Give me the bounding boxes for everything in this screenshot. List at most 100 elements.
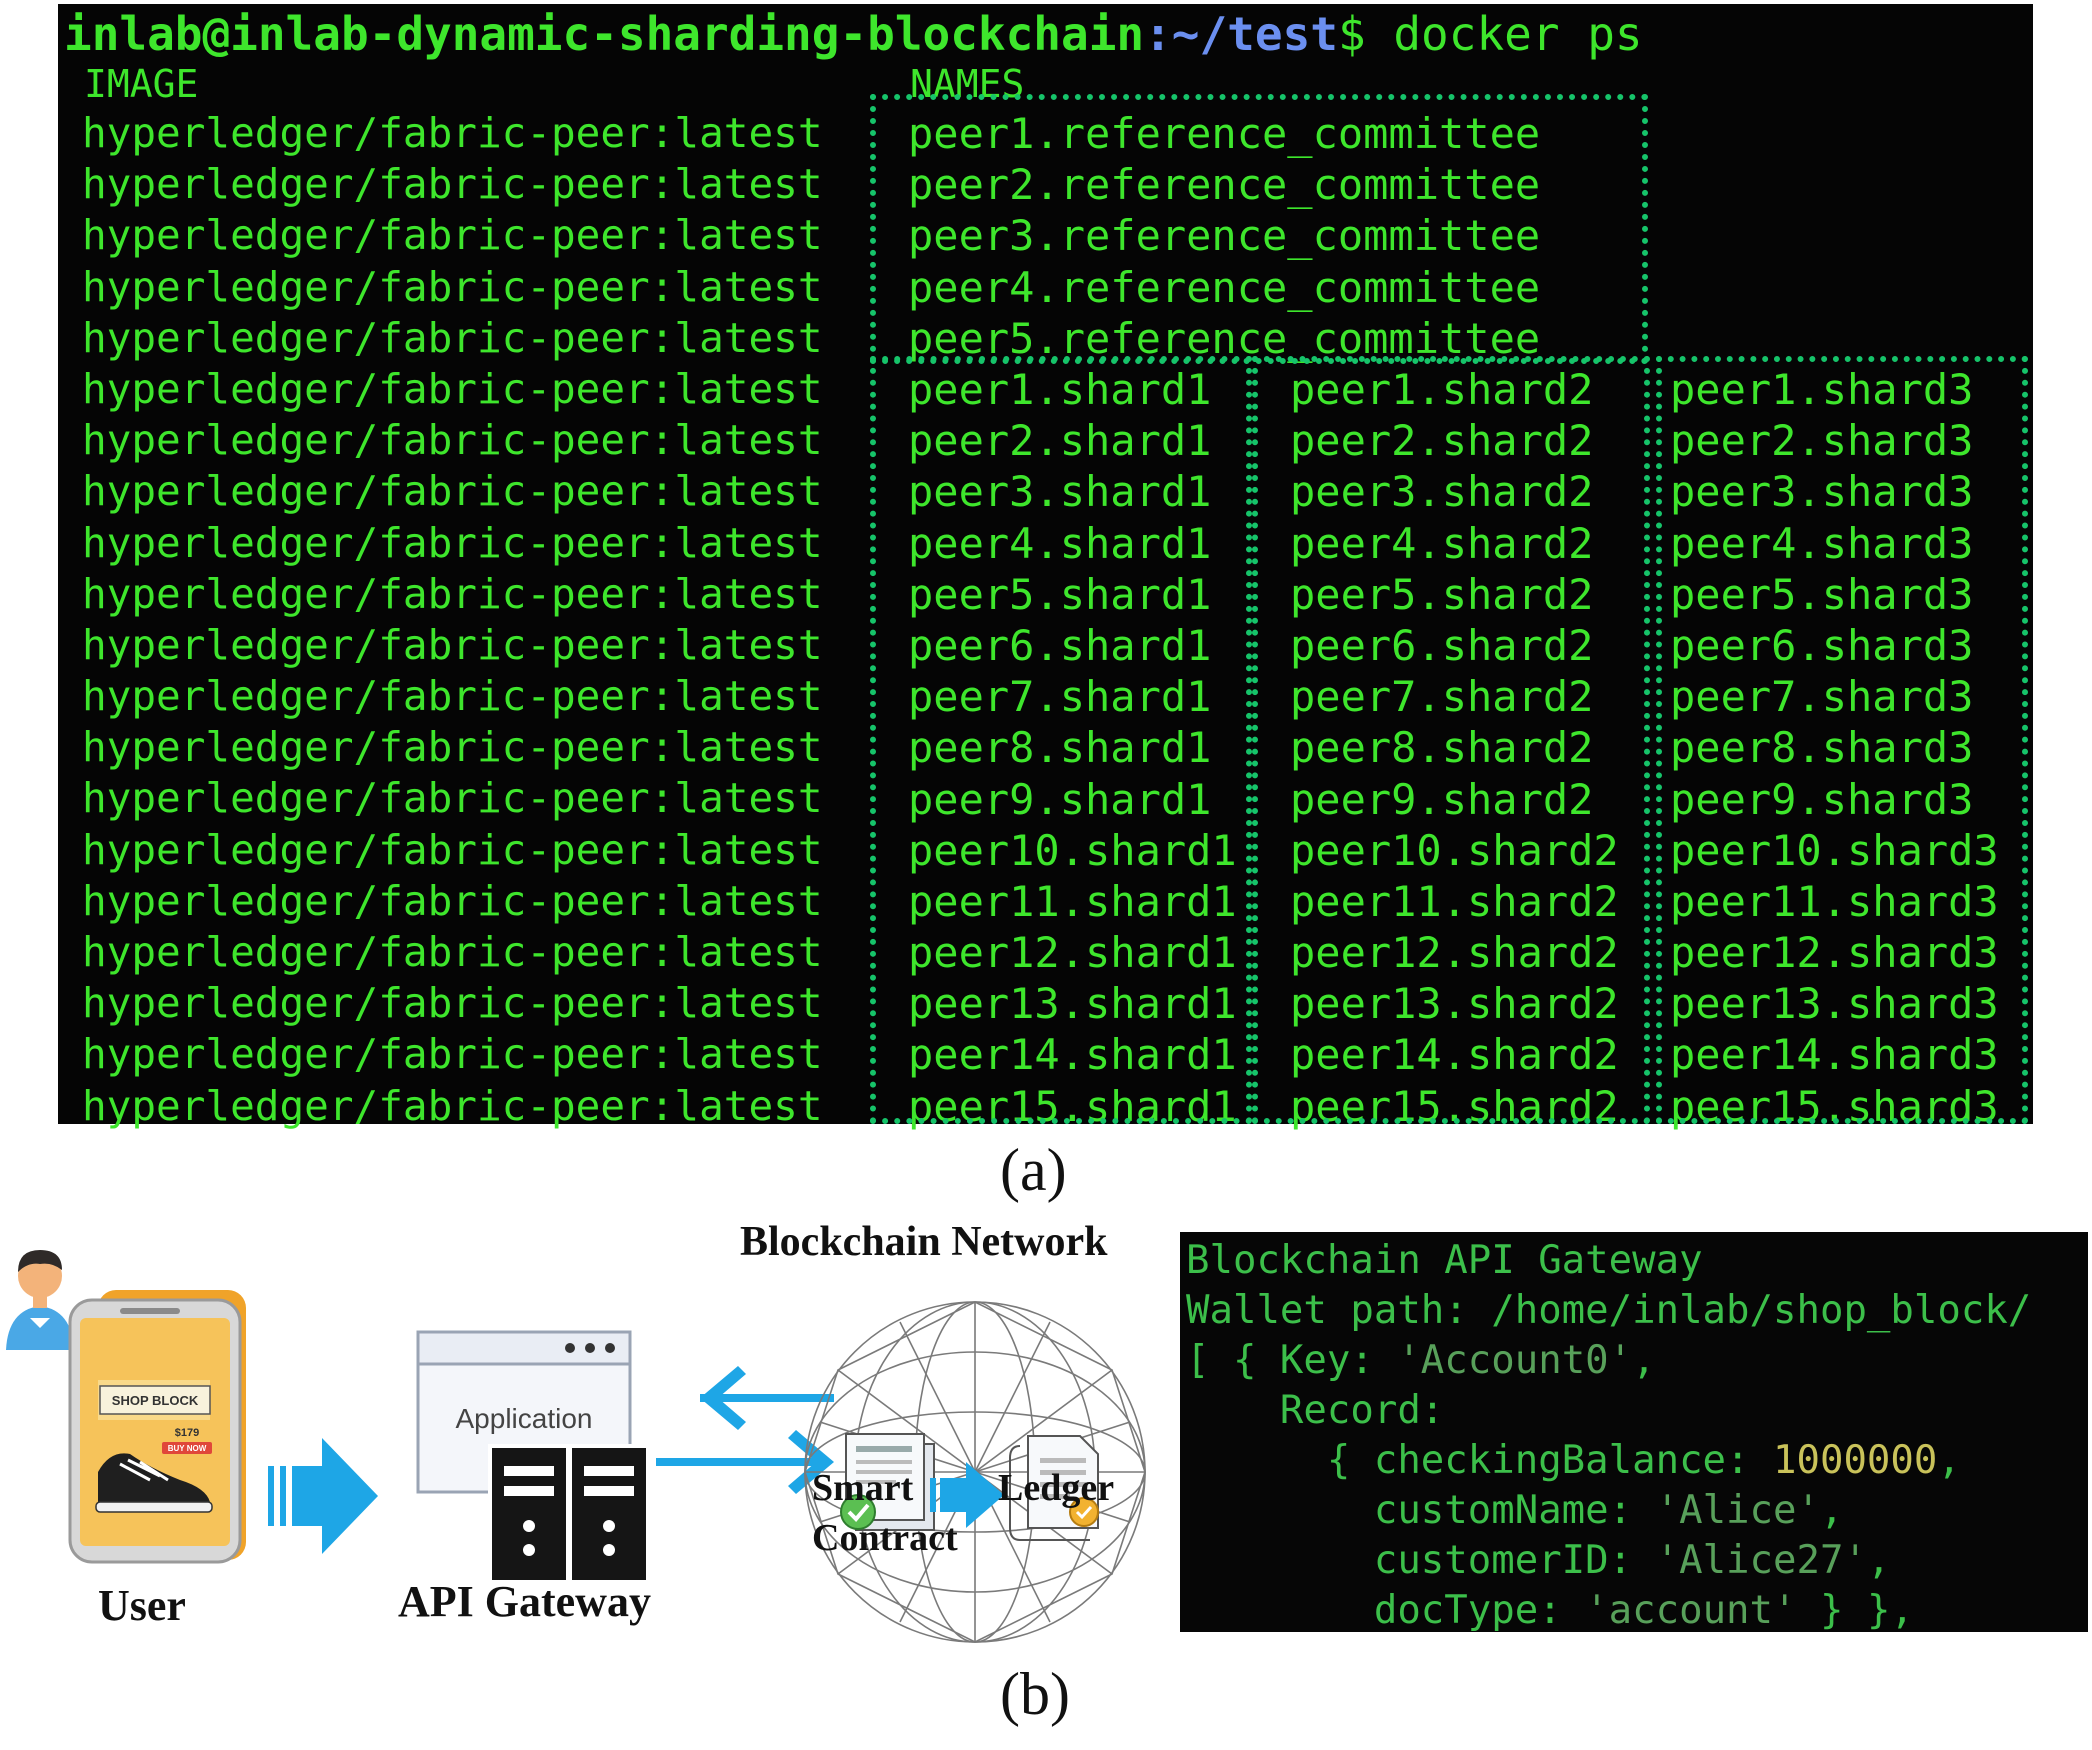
customer-id-open: customerID:	[1186, 1538, 1656, 1583]
shard1-row: peer6.shard1	[908, 620, 1212, 670]
image-row: hyperledger/fabric-peer:latest	[82, 620, 823, 669]
image-row: hyperledger/fabric-peer:latest	[82, 672, 823, 721]
key-open: [ { Key:	[1186, 1338, 1398, 1383]
phone-price: $179	[175, 1427, 199, 1439]
terminal-line-balance: { checkingBalance: 1000000,	[1186, 1436, 1961, 1486]
shard3-row: peer5.shard3	[1670, 569, 1974, 619]
smart-label: Smart	[812, 1467, 914, 1509]
api-gateway-label: API Gateway	[398, 1577, 651, 1626]
shard2-row: peer3.shard2	[1290, 467, 1594, 517]
shard3-row: peer14.shard3	[1670, 1030, 1999, 1080]
shard2-row: peer7.shard2	[1290, 672, 1594, 722]
customer-id-close: ,	[1866, 1538, 1891, 1583]
shard2-row: peer5.shard2	[1290, 569, 1594, 619]
docker-ps-terminal: inlab@inlab-dynamic-sharding-blockchain:…	[58, 4, 2033, 1131]
doc-type-close: } },	[1796, 1588, 1914, 1632]
shard1-group-box	[870, 356, 1252, 1124]
image-row: hyperledger/fabric-peer:latest	[82, 569, 823, 618]
shard1-row: peer14.shard1	[908, 1030, 1237, 1080]
image-row: hyperledger/fabric-peer:latest	[82, 518, 823, 567]
column-header-image: IMAGE	[84, 62, 199, 106]
contract-document-icon	[840, 1433, 935, 1531]
shard2-row: peer9.shard2	[1290, 774, 1594, 824]
reference-committee-row: peer2.reference_committee	[908, 160, 1541, 210]
shard1-row: peer12.shard1	[908, 928, 1237, 978]
terminal-line-record: Record:	[1186, 1388, 1445, 1433]
reference-committee-row: peer3.reference_committee	[908, 211, 1541, 261]
image-row: hyperledger/fabric-peer:latest	[82, 774, 823, 823]
image-row: hyperledger/fabric-peer:latest	[82, 416, 823, 465]
shard2-row: peer13.shard2	[1290, 979, 1619, 1029]
contract-to-ledger-arrow	[930, 1462, 1004, 1528]
shard2-row: peer8.shard2	[1290, 723, 1594, 773]
custom-name-open: customName:	[1186, 1488, 1656, 1533]
contract-label: Contract	[812, 1517, 958, 1559]
shard3-row: peer8.shard3	[1670, 723, 1974, 773]
image-row: hyperledger/fabric-peer:latest	[82, 313, 823, 362]
smartphone-icon: SHOP BLOCK $179 BUY NOW	[68, 1290, 246, 1564]
shard3-row: peer1.shard3	[1670, 365, 1974, 414]
terminal-line-key: [ { Key: 'Account0',	[1186, 1336, 1656, 1386]
shard3-row: peer4.shard3	[1670, 518, 1974, 568]
key-value: 'Account0'	[1397, 1338, 1633, 1383]
reference-committee-group-box	[870, 94, 1648, 364]
shard1-row: peer11.shard1	[908, 876, 1237, 926]
image-row: hyperledger/fabric-peer:latest	[82, 467, 823, 516]
shard3-row: peer3.shard3	[1670, 467, 1974, 517]
terminal-line-custom-name: customName: 'Alice',	[1186, 1486, 1844, 1536]
architecture-diagram: SHOP BLOCK $179 BUY NOW Application	[6, 1250, 1146, 1643]
image-row: hyperledger/fabric-peer:latest	[82, 876, 823, 925]
image-row: hyperledger/fabric-peer:latest	[82, 109, 823, 157]
doc-type-value: 'account'	[1585, 1588, 1797, 1632]
shard2-row: peer6.shard2	[1290, 620, 1594, 670]
shard1-row: peer13.shard1	[908, 979, 1237, 1029]
shell-prompt: inlab@inlab-dynamic-sharding-blockchain:…	[64, 6, 1643, 62]
image-row: hyperledger/fabric-peer:latest	[82, 979, 823, 1028]
balance-close: ,	[1937, 1438, 1961, 1483]
gateway-to-network-arrow	[656, 1430, 834, 1494]
image-row: hyperledger/fabric-peer:latest	[82, 262, 823, 311]
image-row: hyperledger/fabric-peer:latest	[82, 211, 823, 260]
shard2-row: peer2.shard2	[1290, 416, 1594, 466]
shard2-row: peer10.shard2	[1290, 825, 1619, 875]
shard1-row: peer10.shard1	[908, 825, 1237, 875]
image-row: hyperledger/fabric-peer:latest	[82, 723, 823, 772]
image-row: hyperledger/fabric-peer:latest	[82, 825, 823, 874]
shard2-row: peer11.shard2	[1290, 876, 1619, 926]
shard1-row: peer1.shard1	[908, 365, 1212, 414]
customer-id-value: 'Alice27'	[1655, 1538, 1867, 1583]
sneaker-icon	[95, 1453, 213, 1513]
shard3-row: peer6.shard3	[1670, 620, 1974, 670]
image-row: hyperledger/fabric-peer:latest	[82, 1081, 823, 1130]
ledger-label: Ledger	[998, 1467, 1115, 1509]
balance-open: { checkingBalance:	[1186, 1438, 1773, 1483]
shard2-row: peer14.shard2	[1290, 1030, 1619, 1080]
terminal-line-title: Blockchain API Gateway	[1186, 1238, 1703, 1283]
user-avatar-icon	[6, 1250, 74, 1350]
api-gateway-terminal: Blockchain API Gateway Wallet path: /hom…	[1180, 1232, 2088, 1632]
shard2-row: peer12.shard2	[1290, 928, 1619, 978]
terminal-line-customer-id: customerID: 'Alice27',	[1186, 1536, 1891, 1586]
shard3-row: peer7.shard3	[1670, 672, 1974, 722]
shard1-row: peer8.shard1	[908, 723, 1212, 773]
shard2-row: peer4.shard2	[1290, 518, 1594, 568]
caption-b: (b)	[1000, 1661, 1070, 1727]
user-to-gateway-arrow	[268, 1438, 378, 1554]
image-row: hyperledger/fabric-peer:latest	[82, 1030, 823, 1079]
doc-type-open: docType:	[1186, 1588, 1586, 1632]
shard1-row: peer7.shard1	[908, 672, 1212, 722]
shard3-row: peer10.shard3	[1670, 825, 1999, 875]
caption-a: (a)	[1000, 1137, 1067, 1203]
shard3-row: peer11.shard3	[1670, 876, 1999, 926]
shell-command: docker ps	[1365, 7, 1643, 61]
network-to-gateway-arrow	[700, 1366, 834, 1430]
shard2-group-box	[1252, 356, 1650, 1124]
shard1-row: peer5.shard1	[908, 569, 1212, 619]
prompt-path: :~/test	[1144, 7, 1338, 61]
shard1-row: peer3.shard1	[908, 467, 1212, 517]
terminal-line-doc-type: docType: 'account' } },	[1186, 1586, 1914, 1632]
application-label: Application	[456, 1403, 593, 1434]
shard3-row: peer12.shard3	[1670, 928, 1999, 978]
